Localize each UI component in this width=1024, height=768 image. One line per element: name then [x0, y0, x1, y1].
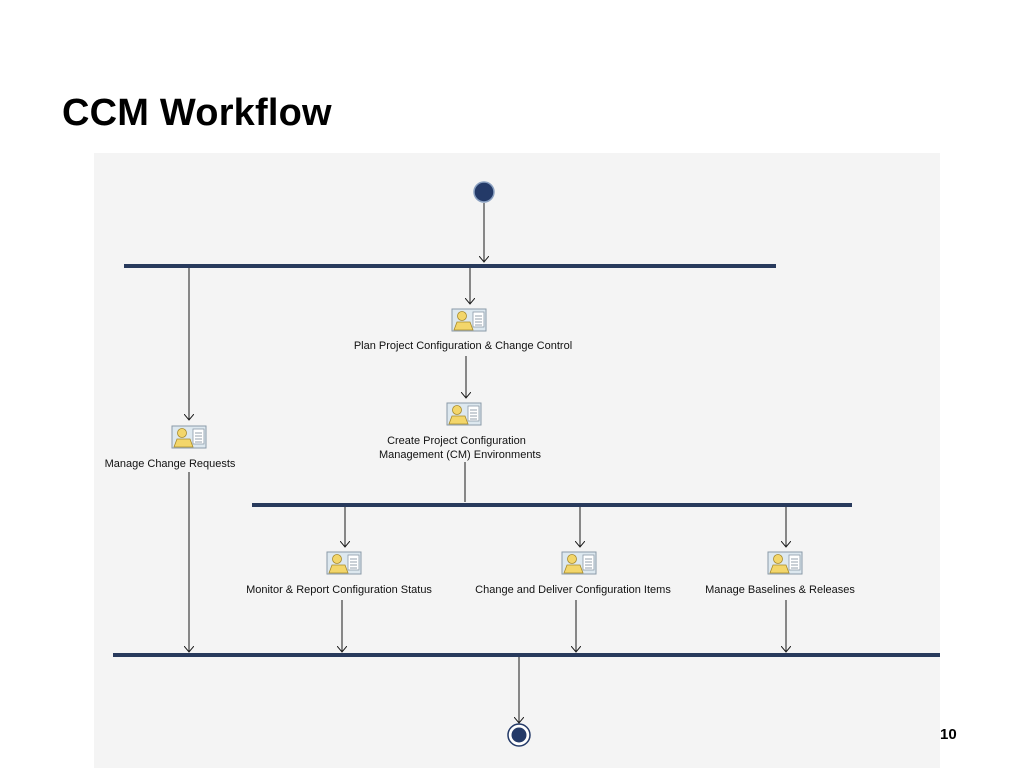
activity-label-baselines: Manage Baselines & Releases	[705, 584, 855, 596]
activity-icon-baselines	[767, 551, 803, 575]
start-node	[473, 181, 495, 203]
activity-icon-manage-change	[171, 425, 207, 449]
activity-icon-create	[446, 402, 482, 426]
workflow-canvas: Plan Project Configuration & Change Cont…	[105, 181, 940, 747]
workflow-diagram: Plan Project Configuration & Change Cont…	[94, 153, 940, 768]
activity-icon-change-deliver	[561, 551, 597, 575]
end-node-core	[511, 727, 527, 743]
fork-bar-top	[124, 264, 776, 268]
slide-title: CCM Workflow	[62, 92, 332, 134]
activity-label-plan: Plan Project Configuration & Change Cont…	[354, 340, 572, 352]
join-bar-bottom	[113, 653, 940, 657]
activity-label-create: Create Project Configuration Management …	[379, 435, 542, 461]
activity-label-manage-change: Manage Change Requests	[105, 458, 236, 470]
page-number: 10	[940, 726, 957, 743]
activity-icon-monitor	[326, 551, 362, 575]
activity-label-monitor: Monitor & Report Configuration Status	[246, 584, 432, 596]
activity-icon-plan	[451, 308, 487, 332]
fork-bar-middle	[252, 503, 852, 507]
activity-label-change-deliver: Change and Deliver Configuration Items	[475, 584, 671, 596]
